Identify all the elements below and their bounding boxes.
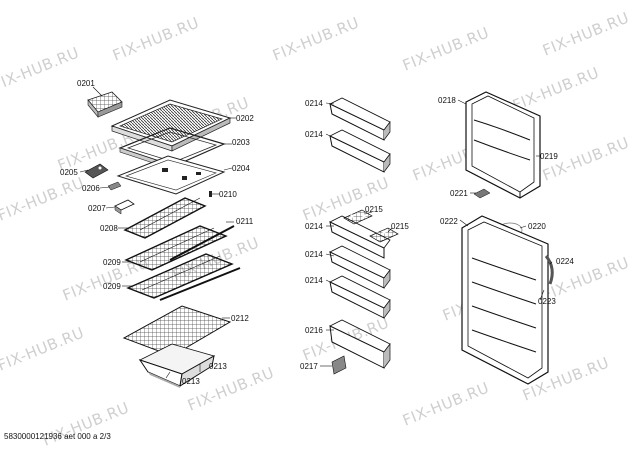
callout-0206: 0206 xyxy=(82,184,100,193)
freezer-door xyxy=(465,91,541,199)
callout-0214: 0214 xyxy=(305,276,323,285)
crisper-drawer xyxy=(138,343,216,388)
callout-0201: 0201 xyxy=(77,79,95,88)
wire-shelf xyxy=(123,197,207,239)
bottle-shelf xyxy=(329,319,391,369)
callout-0215: 0215 xyxy=(391,222,409,231)
callout-0214: 0214 xyxy=(305,250,323,259)
screw-part xyxy=(209,191,212,197)
callout-0205: 0205 xyxy=(60,168,78,177)
callout-0213: 0213 xyxy=(209,362,227,371)
ice-cube-tray xyxy=(87,91,123,118)
callout-0214: 0214 xyxy=(305,222,323,231)
callout-0214: 0214 xyxy=(305,130,323,139)
door-shelf xyxy=(329,245,391,289)
crisper-cover xyxy=(122,305,232,357)
callout-0217: 0217 xyxy=(300,362,318,371)
wire-shelf xyxy=(124,225,228,271)
small-clip-part xyxy=(107,181,122,191)
fridge-door xyxy=(461,215,549,385)
callout-0203: 0203 xyxy=(232,138,250,147)
callout-0223: 0223 xyxy=(538,297,556,306)
wire-shelf xyxy=(126,253,234,299)
callout-0214: 0214 xyxy=(305,99,323,108)
callout-0222: 0222 xyxy=(440,217,458,226)
callout-0208: 0208 xyxy=(100,224,118,233)
thermostat-knob-part xyxy=(84,163,109,179)
document-footer: 5830000121936 aet 000 a 2/3 xyxy=(4,432,111,441)
door-shelf xyxy=(329,129,391,173)
callout-0211: 0211 xyxy=(236,217,254,226)
callout-0215: 0215 xyxy=(365,205,383,214)
callout-0221: 0221 xyxy=(450,189,468,198)
callout-0224: 0224 xyxy=(556,257,574,266)
callout-0209: 0209 xyxy=(103,282,121,291)
callout-0204: 0204 xyxy=(232,164,250,173)
callout-0220: 0220 xyxy=(528,222,546,231)
freezer-compartment-lid xyxy=(110,99,232,152)
callout-0209: 0209 xyxy=(103,258,121,267)
callout-0216: 0216 xyxy=(305,326,323,335)
callout-0219: 0219 xyxy=(540,152,558,161)
bottle-retainer xyxy=(331,355,347,375)
door-shelf xyxy=(329,215,391,259)
door-handle xyxy=(544,255,554,285)
door-hinge-part xyxy=(473,188,491,199)
callout-0213: 0213 xyxy=(182,377,200,386)
evaporator-plate xyxy=(116,155,226,195)
shelf-support-part xyxy=(114,199,135,215)
callout-0202: 0202 xyxy=(236,114,254,123)
callout-0212: 0212 xyxy=(231,314,249,323)
door-shelf xyxy=(329,97,391,141)
callout-0218: 0218 xyxy=(438,96,456,105)
callout-0207: 0207 xyxy=(88,204,106,213)
door-shelf xyxy=(329,275,391,319)
leader-lines xyxy=(79,86,553,379)
shelf-rail xyxy=(159,225,241,301)
callout-0210: 0210 xyxy=(219,190,237,199)
